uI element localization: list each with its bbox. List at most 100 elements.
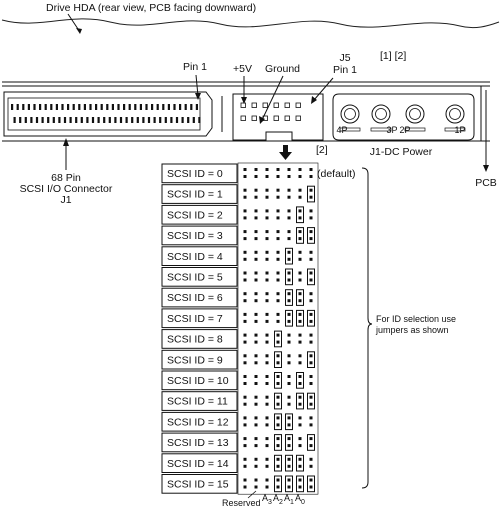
jumper-pin — [276, 423, 280, 427]
jumper-pin — [309, 319, 313, 323]
jumper-pin — [254, 299, 258, 303]
jumper-pin — [265, 292, 269, 296]
scsi-pin — [179, 104, 182, 110]
jumper-pin — [265, 437, 269, 441]
jumper-pin — [265, 333, 269, 337]
jumper-block-pin — [273, 115, 279, 121]
jumper-pin — [243, 333, 247, 337]
scsi-pin — [39, 104, 42, 110]
jumper-pin — [287, 354, 291, 358]
jumper-shunt — [285, 475, 293, 493]
jumper-pin — [298, 423, 302, 427]
drive-hda-outline — [1, 18, 500, 29]
jumper-pin — [276, 395, 280, 399]
jumper-pin — [287, 209, 291, 213]
jumper-pin — [254, 216, 258, 220]
jumper-pin — [287, 361, 291, 365]
scsi-pin — [89, 104, 92, 110]
jumper-pin — [254, 485, 258, 489]
pcb-label: PCB — [475, 177, 497, 189]
jumper-pin — [309, 478, 313, 482]
scsi-pin — [142, 117, 145, 123]
jumper-pin — [287, 478, 291, 482]
jumper-pin — [309, 278, 313, 282]
jumper-pin — [309, 464, 313, 468]
scsi-pin — [190, 104, 193, 110]
jumper-shunt — [274, 351, 282, 368]
jumper-pin — [309, 237, 313, 241]
reserved-pointer — [247, 490, 257, 499]
jumper-pin — [287, 423, 291, 427]
jumper-pin — [254, 423, 258, 427]
jumper-shunt — [285, 289, 293, 306]
jumper-pin — [254, 257, 258, 261]
jumper-pin — [276, 175, 280, 178]
jumper-pin — [243, 319, 247, 323]
jumper-shunt — [285, 413, 293, 431]
scsi-pin — [136, 117, 139, 123]
id-note-line1: For ID selection use — [376, 314, 456, 324]
selector-arrow-shaft — [283, 145, 288, 152]
jumper-pin — [265, 375, 269, 378]
jumper-shunt — [296, 309, 304, 327]
jumper-pin — [265, 319, 269, 323]
jumper-shunt — [274, 434, 282, 451]
jumper-pin — [254, 382, 258, 385]
jumper-pin — [265, 271, 269, 275]
jumper-pin — [265, 195, 269, 199]
jumper-shunt — [296, 289, 304, 306]
jumper-pin — [309, 354, 313, 358]
jumper-pin — [287, 299, 291, 303]
scsi-pin — [167, 104, 170, 110]
ground-arrowhead — [259, 116, 265, 124]
jumper-pin — [254, 230, 258, 234]
jumper-pin — [254, 437, 258, 441]
scsi-pin — [22, 104, 25, 110]
jumper-pin — [265, 361, 269, 365]
id-label-box — [161, 163, 238, 184]
jumper-pin — [243, 271, 247, 275]
scsi-pin — [61, 104, 64, 110]
jumper-pin — [243, 457, 247, 461]
jumper-pin — [276, 402, 280, 406]
scsi-pin — [30, 117, 33, 123]
jumper-pin — [276, 457, 280, 461]
id-label-box — [161, 246, 238, 267]
jumper-pin — [287, 340, 291, 344]
jumper-pin — [298, 312, 302, 316]
jumper-pin — [298, 230, 302, 234]
scsi-pin — [52, 117, 55, 123]
scsi-pin-rows — [11, 104, 201, 123]
jumper-pin — [298, 188, 302, 192]
scsi-pin — [63, 117, 67, 123]
jumper-pin — [298, 333, 302, 337]
jumper-pin — [265, 230, 269, 234]
jumper-pin — [254, 271, 258, 275]
jumper-pin — [276, 319, 280, 323]
jumper-pin — [276, 250, 280, 254]
scsi-pin — [108, 117, 111, 123]
scsi-pin — [145, 104, 148, 110]
jumper-pin — [298, 168, 302, 171]
jumper-block-pin — [262, 102, 268, 108]
address-label: A3 — [262, 493, 272, 506]
jumper-pin — [243, 382, 247, 385]
scsi-pin — [164, 117, 167, 123]
id-label: SCSI ID = 10 — [167, 375, 229, 387]
scsi-arrowhead — [63, 138, 69, 146]
jumper-shunt — [285, 309, 293, 327]
jumper-pin — [298, 457, 302, 461]
jumper-pin — [309, 257, 313, 261]
jumper-pin — [276, 188, 280, 192]
jumper-pin — [276, 292, 280, 296]
jumper-pin — [287, 312, 291, 316]
scsi-pin — [139, 104, 142, 110]
jumper-pin — [243, 292, 247, 296]
jumper-pin — [254, 250, 258, 254]
jumper-pin — [265, 299, 269, 303]
jumper-pin — [254, 478, 258, 482]
id-label-box — [161, 411, 238, 432]
jumper-pin — [287, 257, 291, 261]
